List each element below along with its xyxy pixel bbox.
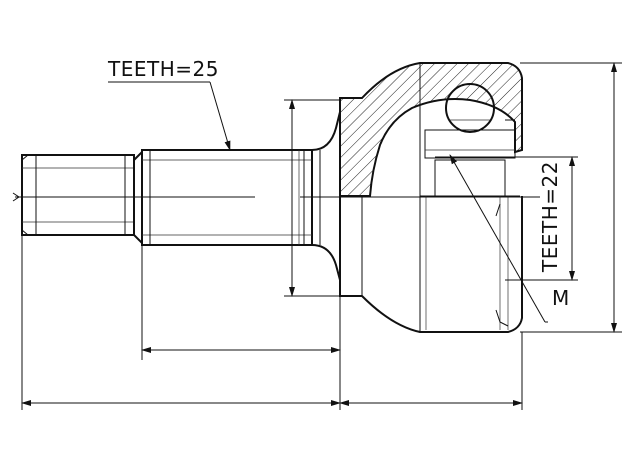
spline-diameter-dimension — [284, 99, 340, 297]
shaft-teeth-label: TEETH=25 — [107, 57, 219, 81]
thread-label: M — [552, 286, 570, 310]
outer-diameter-dimension — [520, 62, 622, 333]
thread-callout: M — [449, 154, 570, 323]
ball-bearing — [445, 83, 495, 133]
shaft-length-dimension — [141, 245, 341, 410]
inner-teeth-label: TEETH=22 — [538, 161, 562, 273]
inner-teeth-callout: TEETH=22 — [538, 161, 562, 273]
thread-end — [12, 154, 135, 236]
overall-length-dimension — [21, 235, 523, 410]
shaft-teeth-callout: TEETH=25 — [107, 57, 231, 151]
inner-teeth-dimension — [435, 156, 578, 281]
bell-housing — [339, 62, 523, 333]
